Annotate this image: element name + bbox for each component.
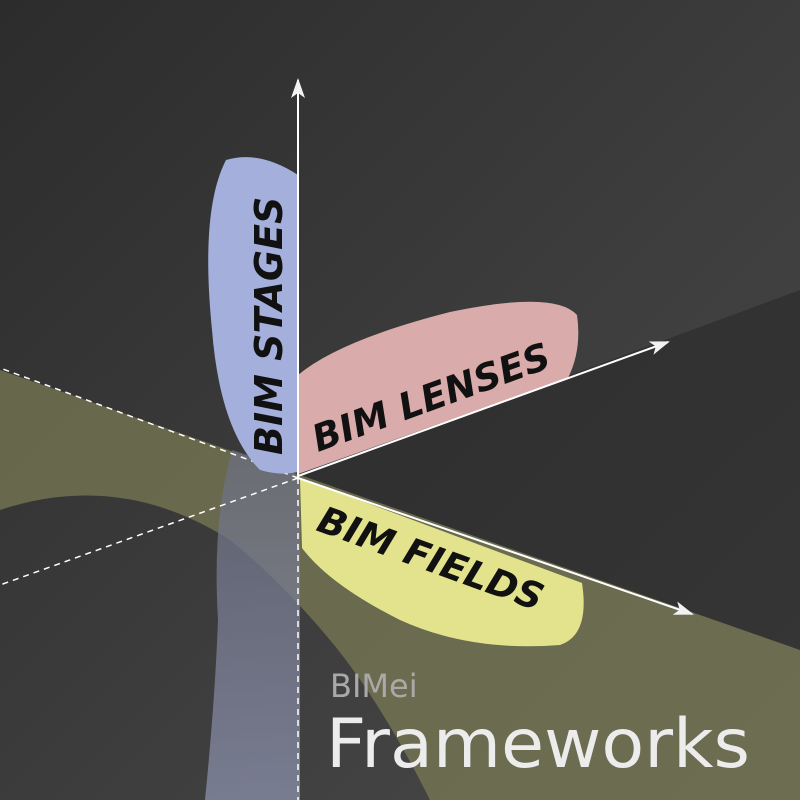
stages-lower-extension [205, 450, 300, 800]
shadow-wedge [300, 290, 800, 650]
lenses-axis-arrow [297, 341, 670, 477]
stages-label: BIM STAGES [247, 197, 291, 455]
fields-petal [300, 478, 584, 647]
fields-axis-arrow [297, 477, 694, 615]
brand-title: Frameworks [326, 705, 750, 784]
stages-petal [208, 157, 298, 474]
lower-dashed-line [0, 477, 299, 586]
lenses-petal [298, 301, 579, 474]
brand-prefix: BIMei [330, 667, 418, 705]
upper-dashed-line [0, 367, 299, 479]
